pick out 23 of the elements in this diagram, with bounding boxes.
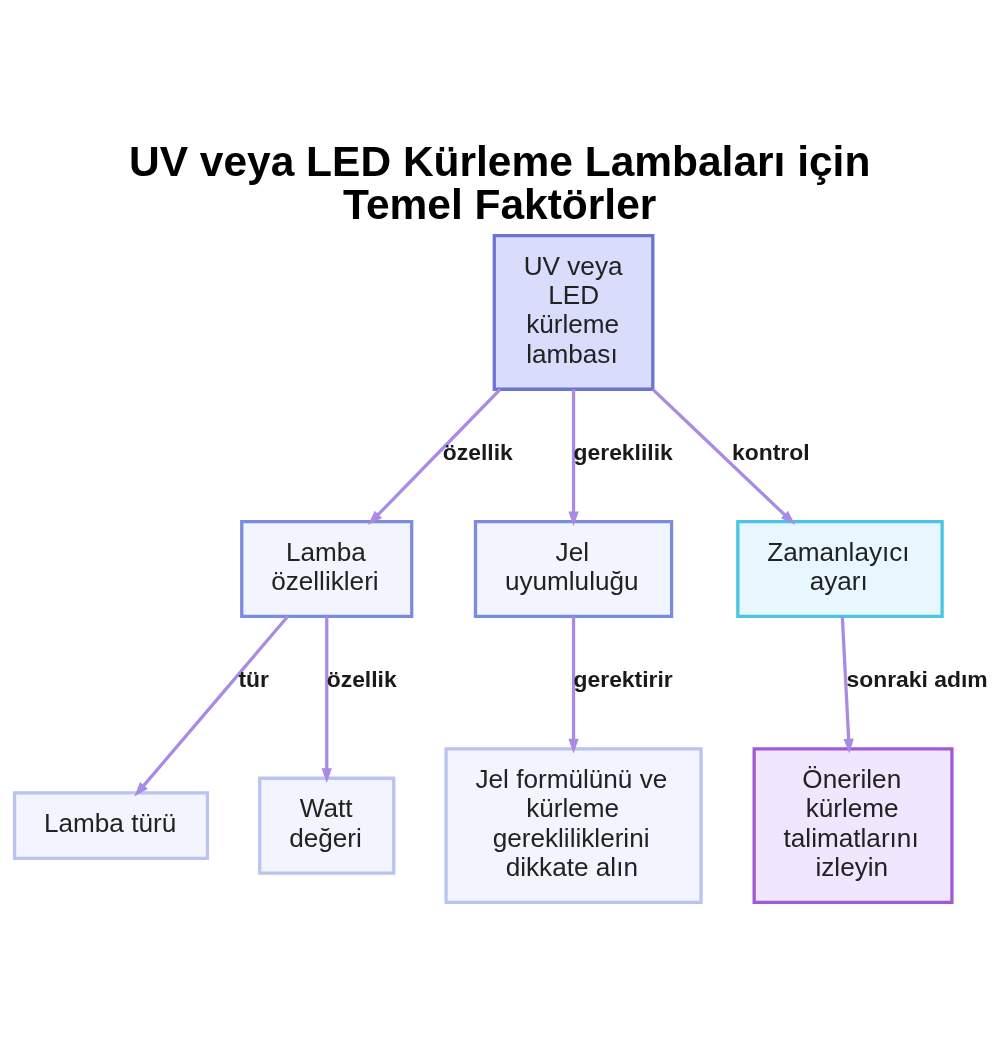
edge-label: kontrol — [732, 438, 810, 465]
edge-label: tür — [238, 666, 269, 693]
arrow — [321, 616, 332, 783]
edge-label: gereklilik — [573, 438, 673, 465]
arrow — [134, 615, 289, 797]
node-box: Önerilen kürleme talimatlarını izleyin — [752, 747, 954, 905]
node-box: UV veya LED kürleme lambası — [492, 233, 655, 391]
edge-label: özellik — [442, 438, 513, 465]
arrow — [651, 388, 796, 525]
node-box: Lamba türü — [12, 791, 210, 860]
node-box: Jel formülünü ve kürleme gerekliliklerini dikkate alın — [444, 747, 703, 905]
node-box: Lamba özellikleri — [240, 520, 414, 619]
arrow — [368, 388, 502, 525]
diagram-title: UV veya LED Kürleme Lambaları için Temel Faktörler — [128, 138, 871, 228]
node-box: Jel uyumluluğu — [473, 520, 674, 619]
node-box: Watt değeri — [258, 776, 396, 875]
edge-label: özellik — [326, 666, 397, 693]
edge-label: sonraki adım — [846, 666, 988, 693]
edge-label: gerektirir — [573, 666, 673, 693]
arrow — [568, 389, 579, 527]
arrow — [568, 616, 579, 754]
node-box: Zamanlayıcı ayarı — [736, 520, 944, 619]
arrow — [840, 616, 854, 754]
